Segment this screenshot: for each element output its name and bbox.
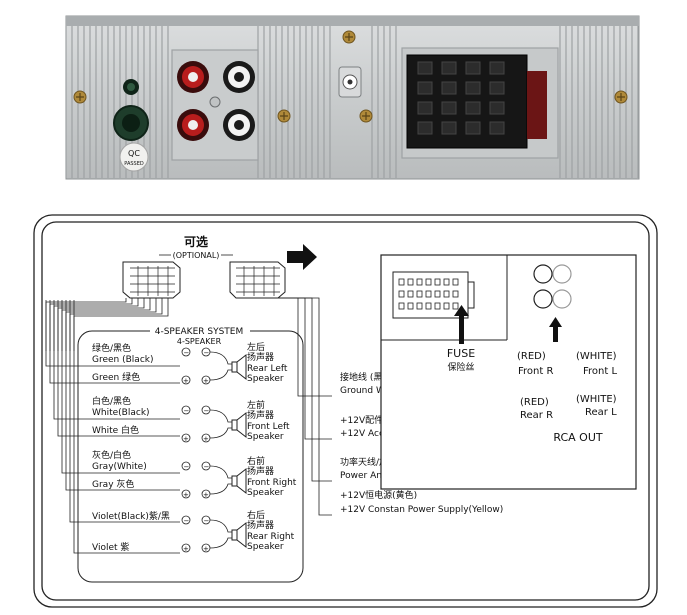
rca-rear-r-color: (RED) — [520, 397, 549, 408]
rca-out-title: RCA OUT — [553, 431, 603, 444]
wire-label-4: White 白色 — [57, 300, 180, 437]
rca-front-l-label: Front L — [583, 366, 617, 377]
svg-text:QC: QC — [128, 149, 140, 158]
svg-text:−: − — [204, 407, 210, 415]
optional-label-cn: 可选 — [184, 234, 208, 249]
speaker-label-cn1: 右前 — [247, 455, 265, 467]
wire-label-line1: Gray 灰色 — [92, 478, 134, 490]
antenna-jack — [338, 66, 362, 98]
speaker-label-en1: Rear Left — [247, 364, 288, 374]
svg-text:−: − — [204, 463, 210, 471]
speaker-label-en1: Front Right — [247, 478, 297, 488]
svg-text:−: − — [184, 407, 190, 415]
wire-label-line2: Green (Black) — [92, 355, 154, 365]
svg-text:+: + — [203, 377, 209, 385]
fuse-arrow — [454, 305, 469, 344]
speaker-label-cn1: 左前 — [247, 399, 265, 411]
harness-iso-connector — [392, 271, 475, 319]
svg-text:−: − — [204, 517, 210, 525]
connector-left — [122, 261, 181, 299]
speaker-label-en1: Front Left — [247, 422, 290, 432]
wire-label-line1: Green 绿色 — [92, 371, 140, 383]
svg-text:−: − — [204, 349, 210, 357]
iso-pins — [417, 61, 505, 135]
svg-text:+: + — [183, 545, 189, 553]
wire-label-line1: 灰色/白色 — [92, 449, 131, 461]
speaker-label-en2: Speaker — [247, 374, 284, 384]
rca-rear-l-label: Rear L — [585, 407, 617, 418]
mounting-screws — [73, 30, 628, 123]
optional-connectors: 可选 (OPTIONAL) — [122, 234, 317, 299]
speaker-label-cn2: 扬声器 — [247, 409, 274, 421]
svg-text:+: + — [183, 491, 189, 499]
speaker-label-cn1: 左后 — [247, 341, 265, 353]
signal-label-cn: +12V恒电源(黄色) — [340, 489, 417, 501]
harness-panel: FUSE 保险丝 (RED) Front R (WHITE) Front L (… — [380, 254, 637, 490]
unit-rear-photo: QC PASSED — [65, 15, 640, 180]
rca-front-l-color: (WHITE) — [576, 351, 617, 362]
svg-text:PASSED: PASSED — [124, 161, 144, 167]
signal-label-cn: 接地线 (黑) — [340, 371, 386, 383]
arrow-right-icon — [287, 244, 317, 270]
rca-front-r-color: (RED) — [517, 351, 546, 362]
svg-text:+: + — [183, 435, 189, 443]
wire-label-line1: Violet 紫 — [92, 542, 129, 553]
wire-label-2: Green 绿色 — [49, 300, 180, 384]
svg-text:+: + — [203, 491, 209, 499]
speaker-system-subtitle: 4-SPEAKER — [177, 337, 222, 346]
svg-text:−: − — [184, 349, 190, 357]
rca-rear-r-label: Rear R — [520, 410, 553, 421]
signal-label-en: +12V Constan Power Supply(Yellow) — [340, 505, 503, 515]
wire-label-line1: 白色/黑色 — [92, 395, 131, 407]
fuse-label-en: FUSE — [447, 347, 475, 360]
optional-label-en: (OPTIONAL) — [173, 251, 220, 260]
speaker-label-en2: Speaker — [247, 432, 284, 442]
wire-label-line2: Gray(White) — [92, 462, 147, 472]
svg-text:+: + — [183, 377, 189, 385]
rca-circles — [533, 264, 572, 309]
rca-arrow — [549, 317, 562, 342]
connector-right — [229, 261, 286, 299]
green-jack — [113, 79, 149, 141]
speaker-label-cn2: 扬声器 — [247, 465, 274, 477]
wire-label-8: Violet 紫 — [73, 300, 180, 554]
wire-label-line1: Violet(Black)紫/黑 — [92, 511, 170, 522]
rca-labels: (RED) Front R (WHITE) Front L (RED) Rear… — [517, 351, 617, 444]
speaker-system-box: 4-SPEAKER SYSTEM 4-SPEAKER — [77, 323, 304, 583]
signal-label-4: +12V恒电源(黄色) +12V Constan Power Supply(Yel… — [340, 489, 503, 515]
svg-text:+: + — [203, 545, 209, 553]
rca-jacks-photo — [177, 61, 255, 141]
svg-text:+: + — [203, 435, 209, 443]
speaker-label-en2: Speaker — [247, 542, 284, 552]
speaker-label-en1: Rear Right — [247, 532, 295, 542]
speaker-label-cn1: 右后 — [247, 509, 265, 521]
svg-text:−: − — [184, 463, 190, 471]
iso-connector-photo — [406, 54, 547, 149]
wire-label-line1: White 白色 — [92, 424, 139, 436]
wire-label-line1: 绿色/黑色 — [92, 342, 131, 354]
wire-label-line2: White(Black) — [92, 408, 150, 418]
speaker-system-title: 4-SPEAKER SYSTEM — [155, 327, 244, 337]
rca-front-r-label: Front R — [518, 366, 553, 377]
speaker-label-cn2: 扬声器 — [247, 351, 274, 363]
svg-text:−: − — [184, 517, 190, 525]
qc-sticker: QC PASSED — [119, 142, 149, 172]
speaker-label-cn2: 扬声器 — [247, 519, 274, 531]
rca-rear-l-color: (WHITE) — [576, 394, 617, 405]
wire-label-6: Gray 灰色 — [65, 300, 180, 491]
speaker-label-en2: Speaker — [247, 488, 284, 498]
wire-label-7: Violet(Black)紫/黑 — [69, 300, 180, 523]
fuse-label-cn: 保险丝 — [447, 361, 474, 373]
